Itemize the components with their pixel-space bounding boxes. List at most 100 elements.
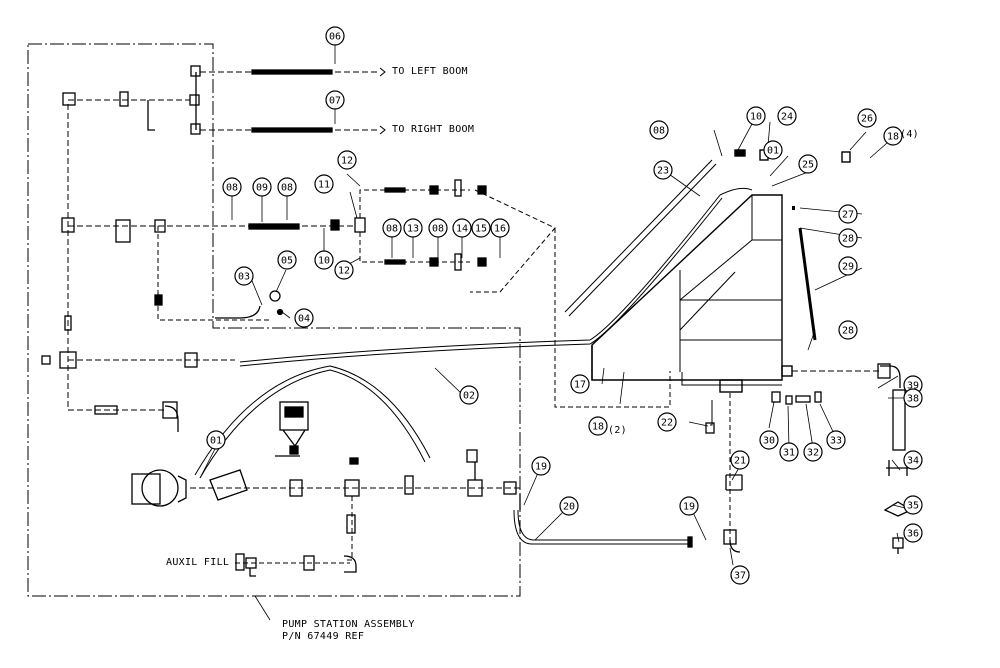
callout-circle (779, 442, 799, 462)
callout-number: 21 (734, 456, 746, 467)
callout-number: 38 (907, 394, 919, 405)
callout-bubble: 39 (903, 375, 923, 395)
callout-circle (294, 308, 314, 328)
callout-circle (570, 374, 590, 394)
callout-number: 16 (494, 224, 506, 235)
callout-bubble: 04 (294, 308, 314, 328)
callout-bubble: 27 (838, 204, 858, 224)
callout-bubble: 19 (531, 456, 551, 476)
callout-number: 08 (281, 183, 293, 194)
callout-circle (490, 218, 510, 238)
callout-bubble: 05 (277, 250, 297, 270)
callout-number: 01 (210, 436, 222, 447)
callout-number: 08 (386, 224, 398, 235)
callout-bubble: 23 (653, 160, 673, 180)
callout-circle (730, 450, 750, 470)
callout-bubble: 25 (798, 154, 818, 174)
callout-number: 36 (907, 529, 919, 540)
leader-lines (199, 44, 906, 566)
callout-number: 32 (807, 448, 819, 459)
callout-bubble: 33 (826, 430, 846, 450)
pump-assembly (131, 401, 520, 577)
tank (591, 149, 851, 393)
callout-circle (759, 430, 779, 450)
callout-number: 20 (563, 502, 575, 513)
callout-circle (206, 430, 226, 450)
callout-circle (857, 108, 877, 128)
callout-number: 22 (661, 418, 673, 429)
callout-number: 23 (657, 166, 669, 177)
callout-number: 33 (830, 436, 842, 447)
callout-circle (838, 204, 858, 224)
callout-bubble: 26 (857, 108, 877, 128)
callout-number: 34 (907, 456, 919, 467)
callout-number: 01 (767, 146, 779, 157)
callout-bubble: 34 (903, 450, 923, 470)
callout-bubble: 37 (730, 565, 750, 585)
callout-number: 07 (329, 96, 341, 107)
callout-circle (334, 260, 354, 280)
callout-circle (679, 496, 699, 516)
callout-bubble: 18 (883, 126, 903, 146)
callout-circle (730, 565, 750, 585)
callout-circle (838, 256, 858, 276)
callout-bubble: 32 (803, 442, 823, 462)
callout-circle (559, 496, 579, 516)
callout-circle (325, 26, 345, 46)
callout-bubble: 01 (206, 430, 226, 450)
callout-18-qty-2: (4) (900, 129, 919, 140)
callout-number: 08 (653, 126, 665, 137)
callout-circle (838, 228, 858, 248)
callout-circle (653, 160, 673, 180)
callout-bubble: 01 (763, 140, 783, 160)
assembly-name-label: PUMP STATION ASSEMBLY (282, 619, 415, 630)
callout-bubble: 18 (588, 416, 608, 436)
callout-number: 19 (535, 462, 547, 473)
callout-number: 11 (318, 180, 330, 191)
callout-bubble: 15 (471, 218, 491, 238)
callout-circle (314, 250, 334, 270)
callout-circle (222, 177, 242, 197)
callout-number: 18 (592, 422, 604, 433)
callout-circle (403, 218, 423, 238)
callout-circle (325, 90, 345, 110)
left-boom-label: TO LEFT BOOM (392, 66, 468, 77)
callout-bubble: 14 (452, 218, 472, 238)
callout-number: 10 (318, 256, 330, 267)
callout-circle (452, 218, 472, 238)
auxil-fill-label: AUXIL FILL (166, 557, 230, 568)
callout-circle (798, 154, 818, 174)
callout-bubble: 10 (314, 250, 334, 270)
callout-number: 28 (842, 326, 854, 337)
callout-bubble: 13 (403, 218, 423, 238)
callout-bubble: 02 (459, 385, 479, 405)
callout-circle (234, 266, 254, 286)
callout-number: 27 (842, 210, 854, 221)
callout-circle (428, 218, 448, 238)
callout-circle (314, 174, 334, 194)
callout-number: 02 (463, 391, 475, 402)
callout-number: 05 (281, 256, 293, 267)
callout-bubble: 07 (325, 90, 345, 110)
callout-circle (903, 495, 923, 515)
callout-bubble: 17 (570, 374, 590, 394)
callout-number: 03 (238, 272, 250, 283)
callout-circle (826, 430, 846, 450)
callout-bubble: 20 (559, 496, 579, 516)
callout-bubble: 09 (252, 177, 272, 197)
callout-18-qty: (2) (608, 425, 627, 436)
callout-number: 10 (750, 112, 762, 123)
callout-circle (657, 412, 677, 432)
callout-bubble: 35 (903, 495, 923, 515)
callout-number: 17 (574, 380, 586, 391)
assembly-part-number-label: P/N 67449 REF (282, 631, 365, 642)
callout-number: 28 (842, 234, 854, 245)
pump-station-boundary (27, 43, 521, 597)
callout-circle (883, 126, 903, 146)
callout-circle (838, 320, 858, 340)
callout-bubble: 08 (649, 120, 669, 140)
callout-circle (277, 250, 297, 270)
callout-bubble: 28 (838, 228, 858, 248)
manifold (215, 179, 487, 319)
